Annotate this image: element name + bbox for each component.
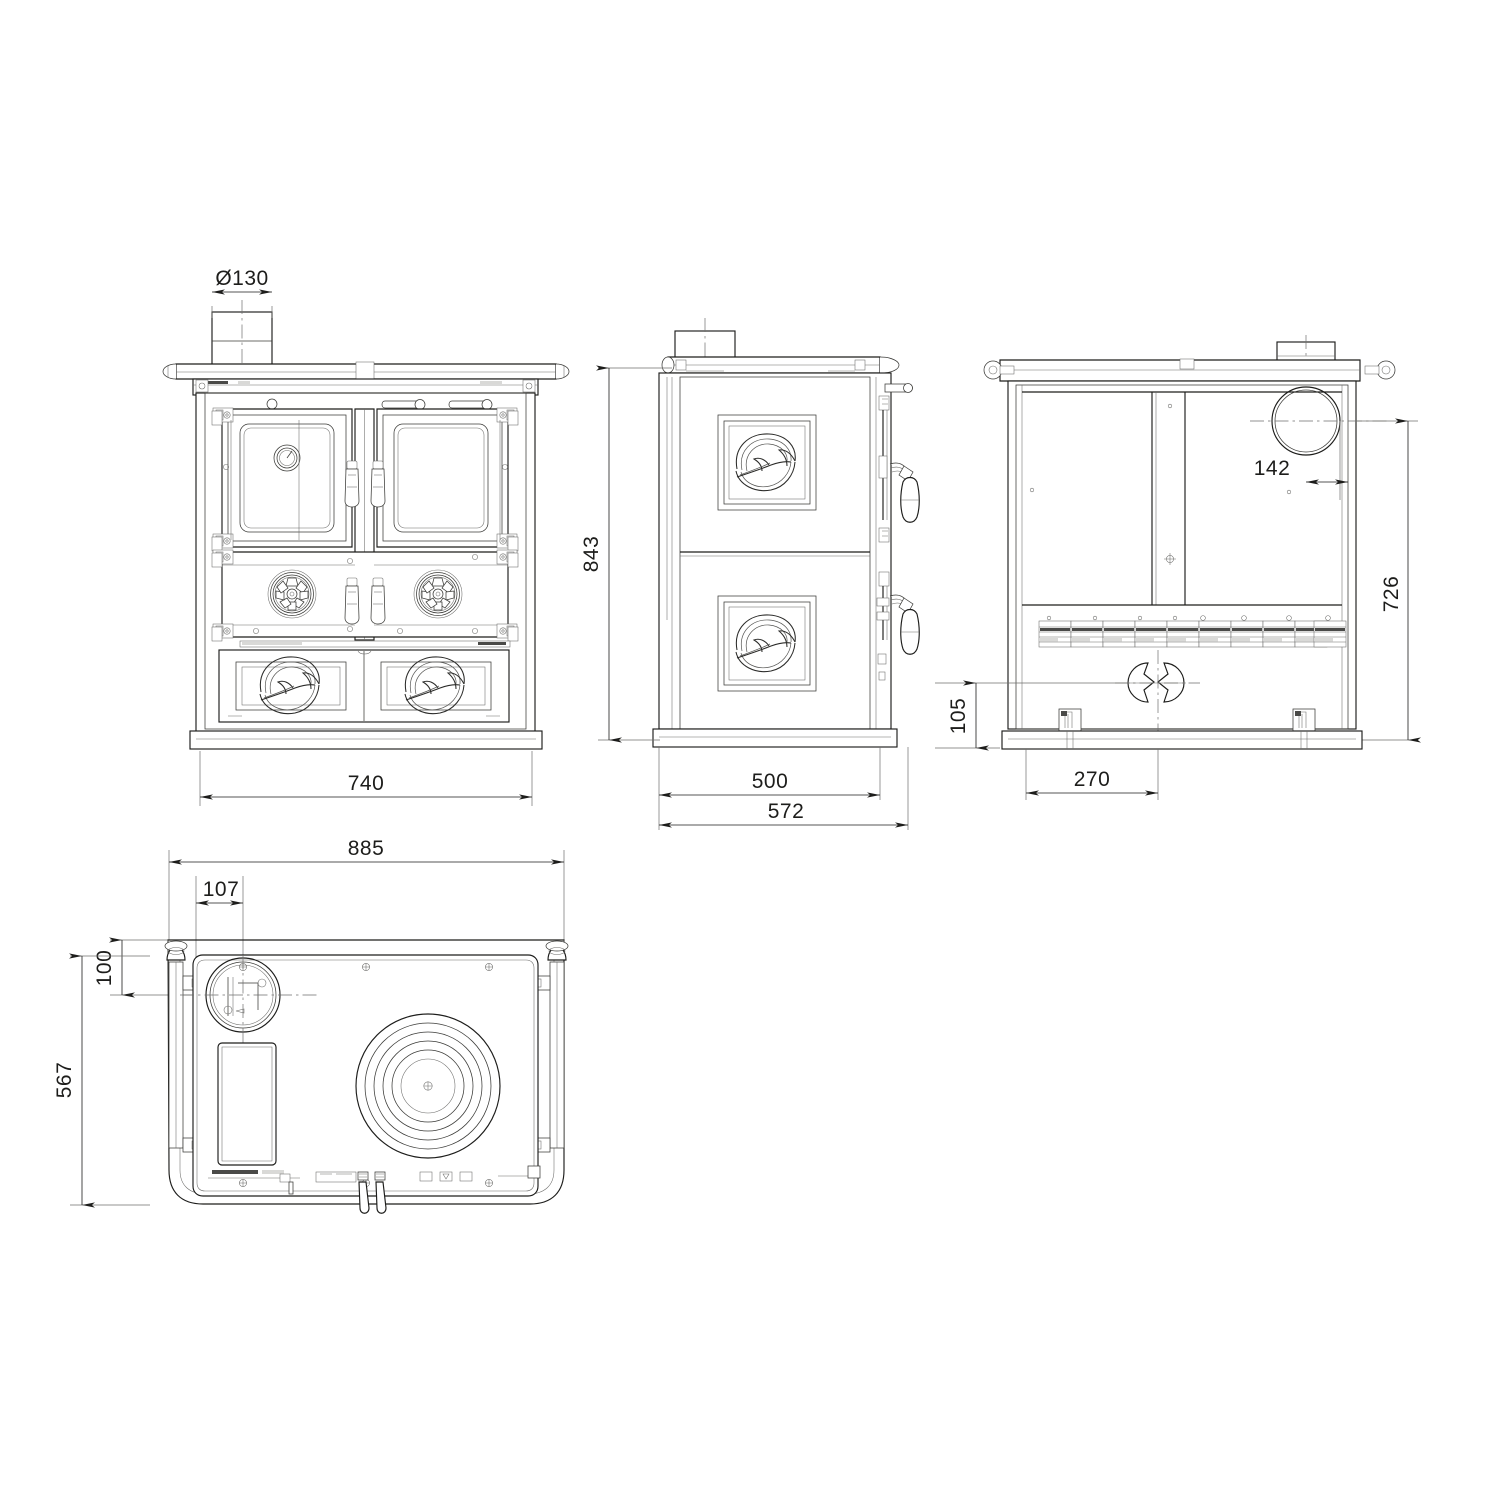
dim-side-depth-total: 572 <box>658 747 909 830</box>
front-burner-right <box>413 569 463 619</box>
rear-levelling-feet <box>1058 708 1316 732</box>
top-plate-insert <box>217 1042 277 1166</box>
side-base-plinth <box>652 728 898 748</box>
front-firebox-door-right[interactable] <box>376 408 509 548</box>
rear-rail-finial-left <box>983 360 1015 380</box>
dim-label-top-depth: 567 <box>53 1062 76 1099</box>
top-handle-shafts[interactable] <box>357 1171 387 1214</box>
rear-panel-screw <box>1164 553 1176 565</box>
front-hinges-upper <box>211 407 519 552</box>
dim-label-side-depth-total: 572 <box>768 800 805 823</box>
dim-rear-port-offset: 270 <box>1025 749 1159 800</box>
dim-side-height: 843 <box>580 365 672 743</box>
dim-label-rear-flue-height: 726 <box>1380 576 1403 613</box>
front-burner-left <box>267 569 317 619</box>
front-view: Ø130 <box>162 267 570 806</box>
dim-label-top-lid-x: 107 <box>203 878 240 901</box>
dim-rear-flue-offset: 142 <box>1254 421 1348 500</box>
side-view: 843 500 572 <box>580 318 920 830</box>
top-cooking-rings <box>355 1013 501 1159</box>
side-panel-upper <box>717 414 817 511</box>
front-top-rail <box>162 361 570 381</box>
dim-label-top-lid-y: 100 <box>93 950 116 987</box>
dim-label-side-depth-body: 500 <box>752 770 789 793</box>
front-burner-band <box>221 551 509 638</box>
top-view: 885 107 100 567 <box>53 837 569 1214</box>
side-lever-upper[interactable] <box>889 462 920 523</box>
front-hinges-lower <box>211 549 519 642</box>
rear-base-plinth <box>1001 730 1363 750</box>
dim-side-depth-body: 500 <box>658 747 881 800</box>
top-burner-lid[interactable] <box>180 955 320 1050</box>
rear-body <box>1007 380 1357 730</box>
foot-left <box>1058 708 1082 732</box>
top-hob-plate <box>192 954 539 1197</box>
dim-label-flue-diameter: Ø130 <box>215 267 268 290</box>
rear-top-rail <box>983 358 1396 382</box>
dim-label-rear-flue-offset: 142 <box>1254 457 1291 480</box>
rail-post-left <box>164 940 188 1149</box>
dim-label-top-width: 885 <box>348 837 385 860</box>
rail-post-right <box>545 940 569 1149</box>
dim-rear-port-height: 105 <box>935 680 1130 751</box>
top-front-hardware <box>208 1165 541 1214</box>
dim-label-side-height: 843 <box>580 536 603 573</box>
dim-label-front-width: 740 <box>348 772 385 795</box>
dim-label-rear-port-offset: 270 <box>1074 768 1111 791</box>
dim-rear-flue-height: 726 <box>1356 418 1421 743</box>
front-oven-door-left[interactable] <box>221 408 353 548</box>
foot-right <box>1292 708 1316 732</box>
front-drawer-row <box>218 649 510 723</box>
dim-label-rear-port-height: 105 <box>947 698 970 735</box>
dim-top-depth: 567 <box>53 953 150 1208</box>
side-lever-lower[interactable] <box>889 594 920 655</box>
dim-top-lid-x: 107 <box>195 876 244 1010</box>
front-base-plinth <box>189 730 543 750</box>
rear-vent-slots <box>1038 615 1347 648</box>
front-trim-strip <box>239 640 511 648</box>
front-drawer-right[interactable] <box>380 656 492 715</box>
side-top-rail <box>661 356 900 374</box>
side-control-hardware[interactable] <box>876 383 920 681</box>
oven-thermometer <box>273 444 301 472</box>
rear-rail-finial-right <box>1364 360 1396 380</box>
dim-flue-diameter: Ø130 <box>211 267 273 318</box>
front-flue-collar <box>211 300 273 372</box>
side-panel-lower <box>717 595 817 692</box>
front-drawer-left[interactable] <box>235 656 347 715</box>
dim-front-width: 740 <box>199 751 533 806</box>
rear-view: 142 726 <box>935 335 1421 800</box>
